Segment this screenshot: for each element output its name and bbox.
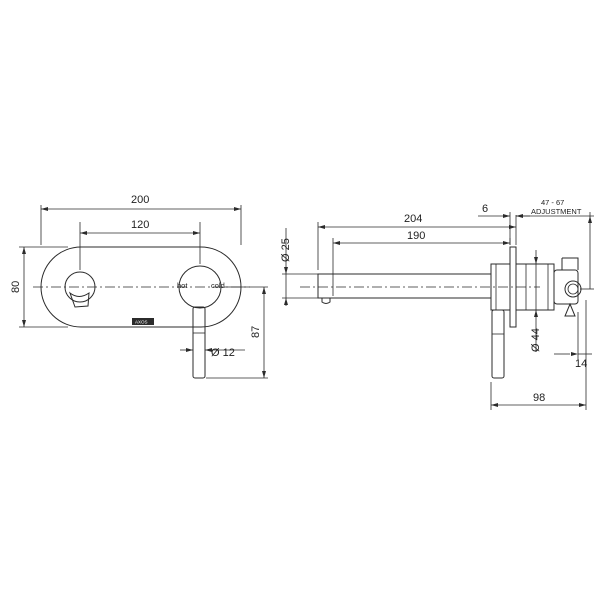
spout-outlet (321, 298, 331, 304)
dim-lever-drop: 87 (250, 326, 262, 338)
dim-body-depth: 98 (533, 392, 545, 404)
valve-inlet (564, 280, 582, 298)
dim-adjustment-range: 47 - 67 (541, 198, 564, 207)
lever-handle (192, 306, 206, 379)
dim-spout-dia: Ø 25 (280, 238, 292, 262)
dim-spout-reach: 190 (407, 230, 425, 242)
dim-height: 80 (10, 281, 22, 293)
spout (317, 273, 492, 299)
outlet-nozzle (68, 291, 90, 308)
mount-clip (561, 257, 579, 317)
dim-lever-dia: Ø 12 (211, 347, 235, 359)
brand-badge-text: AXOS (135, 320, 148, 325)
side-view: 204 190 6 47 - 67 ADJUSTMENT Ø 25 (280, 198, 594, 410)
dim-spout-length: 204 (404, 213, 422, 225)
dim-body-offset: 14 (575, 358, 587, 370)
lever-handle-side (491, 309, 505, 379)
outlet-circle (64, 271, 96, 303)
front-view: hot cold AXOS 200 120 80 (10, 194, 268, 379)
dim-plate-thickness: 6 (482, 203, 488, 215)
brand-badge (132, 318, 154, 325)
dim-overall-width: 200 (131, 194, 149, 206)
dim-centers: 120 (131, 219, 149, 231)
cold-label: cold (211, 281, 225, 290)
mixer-circle (178, 265, 222, 309)
dim-adjustment-label: ADJUSTMENT (531, 207, 582, 216)
valve-fitting (553, 269, 579, 305)
dim-body-dia: Ø 44 (530, 328, 542, 352)
hot-label: hot (177, 281, 188, 290)
